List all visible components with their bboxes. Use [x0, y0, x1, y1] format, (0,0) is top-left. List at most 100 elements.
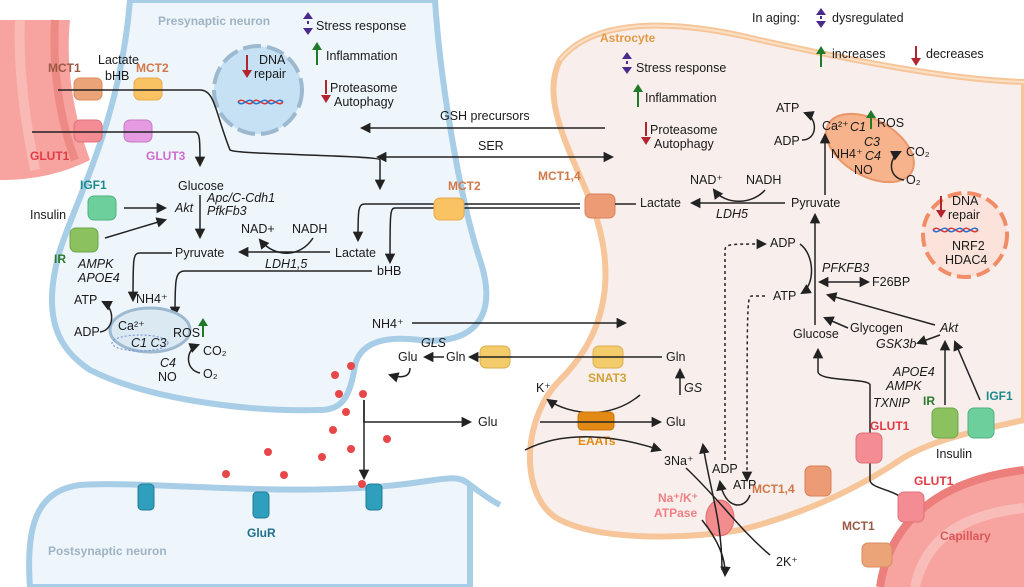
mct2-label: MCT2	[136, 61, 169, 75]
astro-atp-atpase: ATP	[733, 478, 756, 492]
mct14-transporter	[584, 193, 616, 219]
neuron-akt: Akt	[174, 201, 194, 215]
neuron-nadh: NADH	[292, 222, 327, 236]
neuron-nh4: NH4⁺	[136, 292, 168, 306]
astrocyte-label: Astrocyte	[600, 31, 656, 45]
astro-nucleus	[921, 191, 1009, 279]
astro-2k: 2K⁺	[776, 555, 798, 569]
mct14-transporter-astro	[804, 465, 832, 497]
astro-f26bp: F26BP	[872, 275, 910, 289]
neuron-ros: ROS	[173, 326, 200, 340]
glutamate-vesicles	[222, 362, 391, 488]
neuron-autophagy: Autophagy	[334, 95, 395, 109]
neuron-mitochondrion	[108, 306, 192, 354]
astro-adp: ADP	[774, 134, 800, 148]
astro-c4: C4	[865, 149, 881, 163]
neuron-atp: ATP	[74, 293, 97, 307]
mct14-astro-label: MCT1,4	[752, 482, 795, 496]
neuron-insulin-label: Insulin	[30, 208, 66, 222]
ir-astro-label: IR	[923, 394, 935, 408]
neuron-dna-repair-label: repair	[254, 67, 286, 81]
astro-adp-atpase: ADP	[712, 462, 738, 476]
astro-nrf2: NRF2	[952, 239, 985, 253]
neuron-gln: Gln	[446, 350, 466, 364]
increases-icon	[866, 110, 876, 129]
neuron-proteasome: Proteasome	[330, 81, 397, 95]
neuron-inflammation: Inflammation	[326, 49, 398, 63]
mct2-transporter-right	[433, 197, 465, 221]
neuron-apoe4: APOE4	[77, 271, 120, 285]
decreases-icon	[641, 122, 651, 145]
mct1-transporter	[73, 77, 103, 101]
neuron-bhb: bHB	[377, 264, 401, 278]
dysregulated-icon	[816, 8, 826, 28]
glur-receptor-3	[365, 483, 383, 511]
gsh-precursors-label: GSH precursors	[440, 109, 530, 123]
astro-insulin: Insulin	[936, 447, 972, 461]
astro-hdac4: HDAC4	[945, 253, 987, 267]
astro-apoe4: APOE4	[892, 365, 935, 379]
neuron-dna-label: DNA	[259, 53, 286, 67]
glut1-transporter	[73, 119, 103, 143]
astro-nh4: NH4⁺	[831, 147, 863, 161]
astro-glucose: Glucose	[793, 327, 839, 341]
capillary-label: Capillary	[940, 529, 991, 543]
astro-ldh5: LDH5	[716, 207, 748, 221]
astro-pfkfb3: PFKFB3	[822, 261, 869, 275]
astro-inflammation: Inflammation	[645, 91, 717, 105]
astro-3na: 3Na⁺	[664, 454, 694, 468]
igf1-receptor-astro	[967, 407, 995, 439]
astro-dna: DNA	[952, 194, 979, 208]
glur-receptor-1	[137, 483, 155, 511]
astro-adp-glycolysis: ADP	[770, 236, 796, 250]
decreases-icon	[321, 80, 331, 103]
neuron-ampk: AMPK	[77, 257, 114, 271]
postsynaptic-neuron-label: Postsynaptic neuron	[48, 544, 167, 558]
astro-txnip: TXNIP	[873, 396, 910, 410]
neuron-o2: O₂	[203, 367, 218, 381]
glut1-transporter-astro	[855, 432, 883, 464]
increases-icon	[816, 46, 826, 67]
astro-c3: C3	[864, 135, 880, 149]
glut3-label: GLUT3	[146, 149, 186, 163]
presynaptic-neuron-label: Presynaptic neuron	[158, 14, 270, 28]
legend-increases: increases	[832, 47, 886, 61]
neuron-lactate: Lactate	[335, 246, 376, 260]
nak-atpase-label-1: Na⁺/K⁺	[658, 491, 698, 505]
astro-gs: GS	[684, 381, 703, 395]
astro-atp: ATP	[776, 101, 799, 115]
neuron-c1c3: C1 C3	[131, 336, 166, 350]
mct14-label: MCT1,4	[538, 169, 581, 183]
neuron-apc-cdh1: Apc/C-Cdh1	[206, 191, 275, 205]
mct1-label: MCT1	[48, 61, 81, 75]
snat3-label: SNAT3	[588, 371, 627, 385]
neuron-adp: ADP	[74, 325, 100, 339]
astro-glu: Glu	[666, 415, 686, 429]
legend-dysregulated: dysregulated	[832, 11, 904, 25]
lactate-import-label: Lactate	[98, 53, 139, 67]
neuron-nad: NAD+	[241, 222, 275, 236]
ser-label: SER	[478, 139, 504, 153]
glut3-transporter	[123, 119, 153, 143]
neuron-co2: CO₂	[203, 344, 227, 358]
neuron-pyruvate: Pyruvate	[175, 246, 224, 260]
astro-no: NO	[854, 163, 873, 177]
legend: In aging: dysregulated increases decreas…	[752, 8, 984, 67]
ir-receptor-astro	[931, 407, 959, 439]
ir-label: IR	[54, 252, 66, 266]
eaat-transporter	[577, 411, 615, 431]
glut1-transporter-capillary	[897, 491, 925, 523]
astro-stress-response: Stress response	[636, 61, 726, 75]
astro-c1: C1	[850, 120, 866, 134]
dysregulated-icon	[303, 12, 313, 35]
astro-nadh: NADH	[746, 173, 781, 187]
legend-heading: In aging:	[752, 11, 800, 25]
neuron-nucleus	[212, 44, 304, 136]
mct1-capillary-label: MCT1	[842, 519, 875, 533]
astro-nad: NAD⁺	[690, 173, 723, 187]
igf1-receptor	[87, 195, 117, 221]
ir-receptor	[69, 227, 99, 253]
astro-dna-repair: repair	[948, 208, 980, 222]
astro-ampk: AMPK	[885, 379, 922, 393]
